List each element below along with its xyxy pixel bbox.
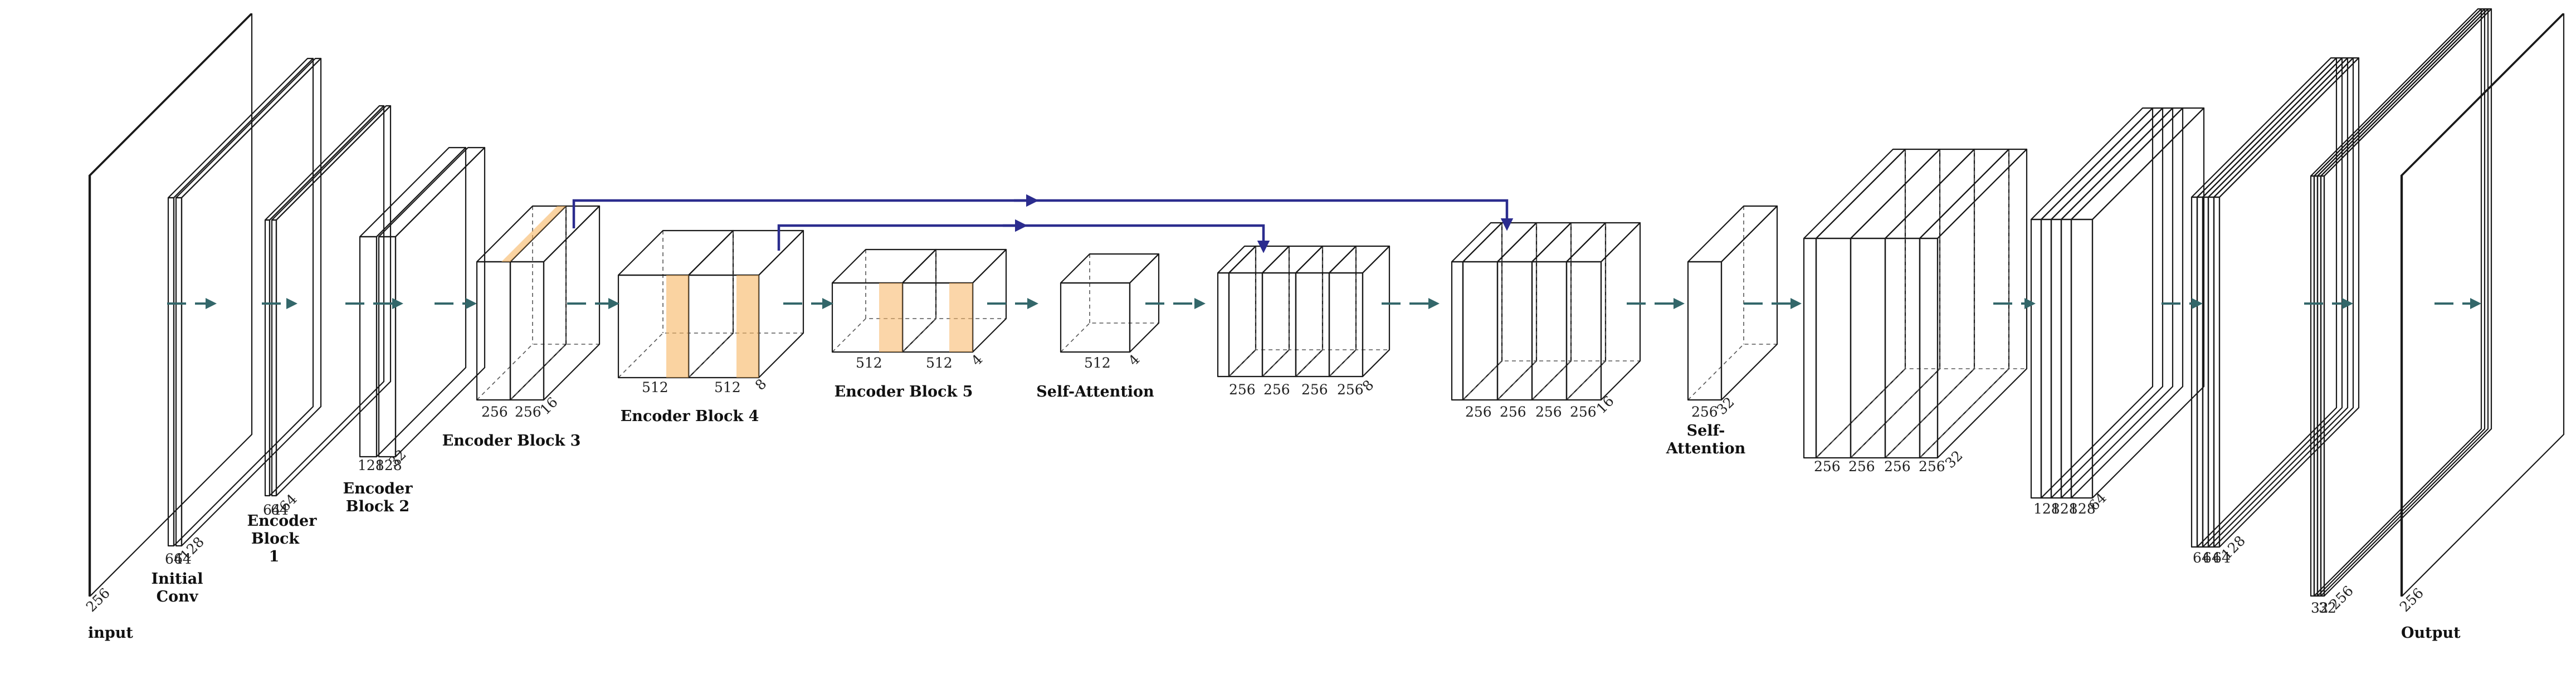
dim-input-size: 256 (83, 585, 113, 615)
dim-decoder-3-b: 256 (1848, 458, 1875, 475)
dim-encoder-2-b: 128 (375, 457, 402, 473)
decoder-3-layer-1 (1815, 148, 1941, 459)
dim-decoder-2-e: 16 (1593, 393, 1617, 417)
stage-labels: input Initial Conv Encoder Block 1 Encod… (88, 383, 2461, 642)
dim-decoder-1-a: 256 (1229, 382, 1256, 398)
encoder-2-layer-2 (378, 146, 486, 458)
encoder-block-1-label-line1: Encoder (247, 512, 318, 530)
decoder-1-layer-4 (1328, 245, 1391, 378)
input-plane (88, 13, 253, 597)
self-attention-2-slab (1687, 205, 1778, 401)
dim-encoder-3-a: 256 (481, 404, 508, 420)
dim-decoder-4-a: 128 (2033, 501, 2060, 517)
decoder-3-upsample (1803, 148, 1906, 459)
dim-decoder-2-a: 256 (1465, 404, 1492, 420)
dim-decoder-2-c: 256 (1535, 404, 1562, 420)
encoder-3-layer-1 (476, 205, 567, 401)
decoder-4-layer-4 (2070, 107, 2205, 499)
self-attention-2-label-line2: Attention (1666, 440, 1746, 457)
dim-self-attention-1-a: 512 (1084, 355, 1111, 371)
dim-decoder-5-a: 64 (2193, 550, 2211, 566)
self-attention-1-cube (1060, 253, 1160, 353)
dim-decoder-6-a: 32 (2311, 600, 2329, 616)
dim-encoder-5-c: 4 (968, 351, 986, 369)
encoder-5-pool-band-2 (949, 283, 973, 352)
encoder-block-2-label-line2: Block 2 (346, 498, 409, 515)
dim-encoder-3-b: 256 (515, 404, 541, 420)
dim-encoder-1-a: 64 (263, 502, 281, 518)
dim-encoder-4-c: 8 (752, 375, 770, 393)
initial-conv-label-line1: Initial (152, 570, 203, 588)
dim-encoder-4-a: 512 (642, 379, 669, 395)
encoder-block-5-label: Encoder Block 5 (835, 383, 973, 400)
layer-stack (88, 8, 2565, 597)
self-attention-1-label: Self-Attention (1036, 383, 1154, 400)
dim-decoder-3-d: 256 (1919, 458, 1945, 475)
dim-encoder-5-a: 512 (856, 355, 882, 371)
decoder-3-layer-3 (1884, 148, 2010, 459)
encoder-3-layer-2 (509, 205, 601, 401)
decoder-1-layer-3 (1295, 245, 1357, 378)
dim-decoder-2-b: 256 (1500, 404, 1526, 420)
dim-decoder-3-a: 256 (1814, 458, 1841, 475)
decoder-2-layer-2 (1496, 222, 1572, 401)
dim-decoder-2-d: 256 (1570, 404, 1597, 420)
self-attention-2-label-line1: Self- (1687, 422, 1725, 439)
decoder-5-layer-3 (2207, 57, 2354, 548)
decoder-2-layer-4 (1565, 222, 1641, 401)
encoder-1-layer-1 (264, 105, 385, 497)
decoder-3-layer-2 (1850, 148, 1975, 459)
decoder-6-layer-3 (2320, 8, 2492, 597)
dim-decoder-5-c: 64 (2213, 550, 2231, 566)
dim-self-attention-2-a: 256 (1691, 404, 1718, 420)
input-label: input (88, 624, 133, 642)
initial-conv-label-line2: Conv (157, 588, 199, 605)
output-plane (2400, 13, 2565, 597)
decoder-5-layer-2 (2202, 57, 2349, 548)
encoder-4-pool-band-2 (736, 275, 759, 378)
encoder-block-3-label: Encoder Block 3 (442, 432, 581, 449)
output-label: Output (2401, 624, 2461, 642)
dim-encoder-5-b: 512 (926, 355, 953, 371)
initial-conv-layer-2 (175, 57, 322, 547)
encoder-block-4-label: Encoder Block 4 (621, 408, 759, 425)
dim-initial-conv-b: 64 (174, 551, 192, 567)
dim-decoder-4-c: 128 (2069, 501, 2096, 517)
decoder-4-layer-2 (2050, 107, 2174, 499)
dim-decoder-1-c: 256 (1301, 382, 1328, 398)
dim-self-attention-1-b: 4 (1125, 351, 1143, 369)
encoder-block-2-label-line1: Encoder (343, 480, 413, 497)
skip-connection-long (572, 199, 1514, 231)
decoder-2-layer-1 (1462, 222, 1538, 401)
decoder-4-layer-1 (2040, 107, 2164, 499)
dim-encoder-2-a: 128 (358, 457, 384, 473)
dim-decoder-5-b: 64 (2203, 550, 2221, 566)
decoder-1-layer-2 (1261, 245, 1324, 378)
encoder-1-layer-2 (271, 105, 392, 497)
dim-decoder-3-e: 32 (1942, 447, 1966, 471)
decoder-3-layer-4 (1919, 148, 2028, 459)
dim-decoder-3-c: 256 (1884, 458, 1911, 475)
dim-encoder-4-b: 512 (714, 379, 741, 395)
dim-encoder-1-b: 64 (271, 502, 289, 518)
decoder-2-layer-3 (1531, 222, 1607, 401)
encoder-2-layer-1 (359, 146, 467, 458)
encoder-block-1-label-line2: Block (251, 530, 300, 548)
dim-initial-conv-a: 64 (165, 551, 183, 567)
skip-connection-short (777, 224, 1270, 253)
initial-conv-layer-1 (167, 57, 314, 547)
encoder-5-pool-band (879, 283, 902, 352)
dim-decoder-6-b: 32 (2319, 600, 2336, 616)
encoder-4-pool-band (666, 275, 689, 378)
dim-decoder-1-b: 256 (1263, 382, 1290, 398)
decoder-2-upsample (1451, 222, 1503, 401)
decoder-1-layer-1 (1228, 245, 1290, 378)
encoder-block-1-label-line3: 1 (269, 548, 280, 565)
skip-connections (572, 194, 1514, 253)
dim-decoder-1-d: 256 (1337, 382, 1364, 398)
dim-decoder-4-b: 128 (2051, 501, 2078, 517)
decoder-5-layer-4 (2213, 57, 2360, 548)
